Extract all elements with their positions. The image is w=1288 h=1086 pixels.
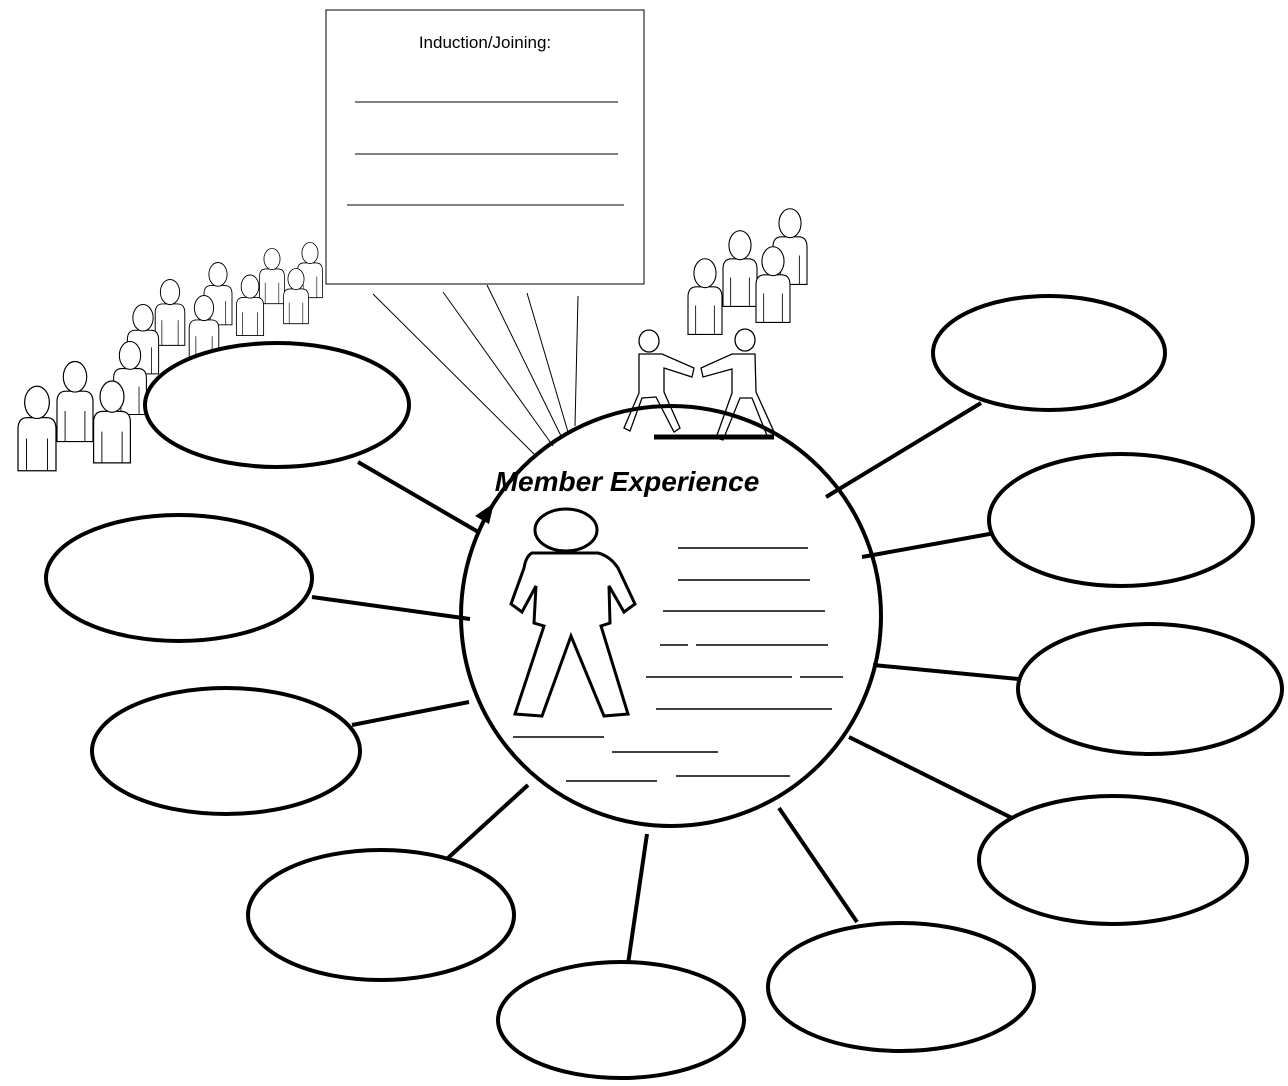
callout-ellipse-1[interactable]: [143, 341, 411, 469]
callout-ellipse-4[interactable]: [246, 848, 516, 982]
callout-ellipse-9[interactable]: [987, 452, 1255, 588]
member-experience-title: Member Experience: [494, 466, 760, 497]
callout-ellipse-5[interactable]: [496, 960, 746, 1080]
callout-ellipse-7[interactable]: [977, 794, 1249, 926]
induction-box: [325, 9, 645, 285]
member-experience-circle: [459, 404, 883, 828]
person-outline-icon: [509, 507, 637, 718]
blank-lines: [513, 547, 843, 782]
callout-ellipse-6[interactable]: [766, 921, 1036, 1053]
callout-ellipse-3[interactable]: [90, 686, 362, 816]
callout-ellipse-2[interactable]: [44, 513, 314, 643]
connector-lines: [311, 401, 1023, 965]
people-group-icon: [687, 208, 808, 335]
induction-title: Induction/Joining:: [418, 33, 552, 52]
callout-ellipse-8[interactable]: [1016, 622, 1284, 756]
callout-ellipse-10[interactable]: [931, 294, 1167, 412]
handshake-icon: [623, 328, 776, 441]
induction-fan-lines: [372, 284, 579, 457]
